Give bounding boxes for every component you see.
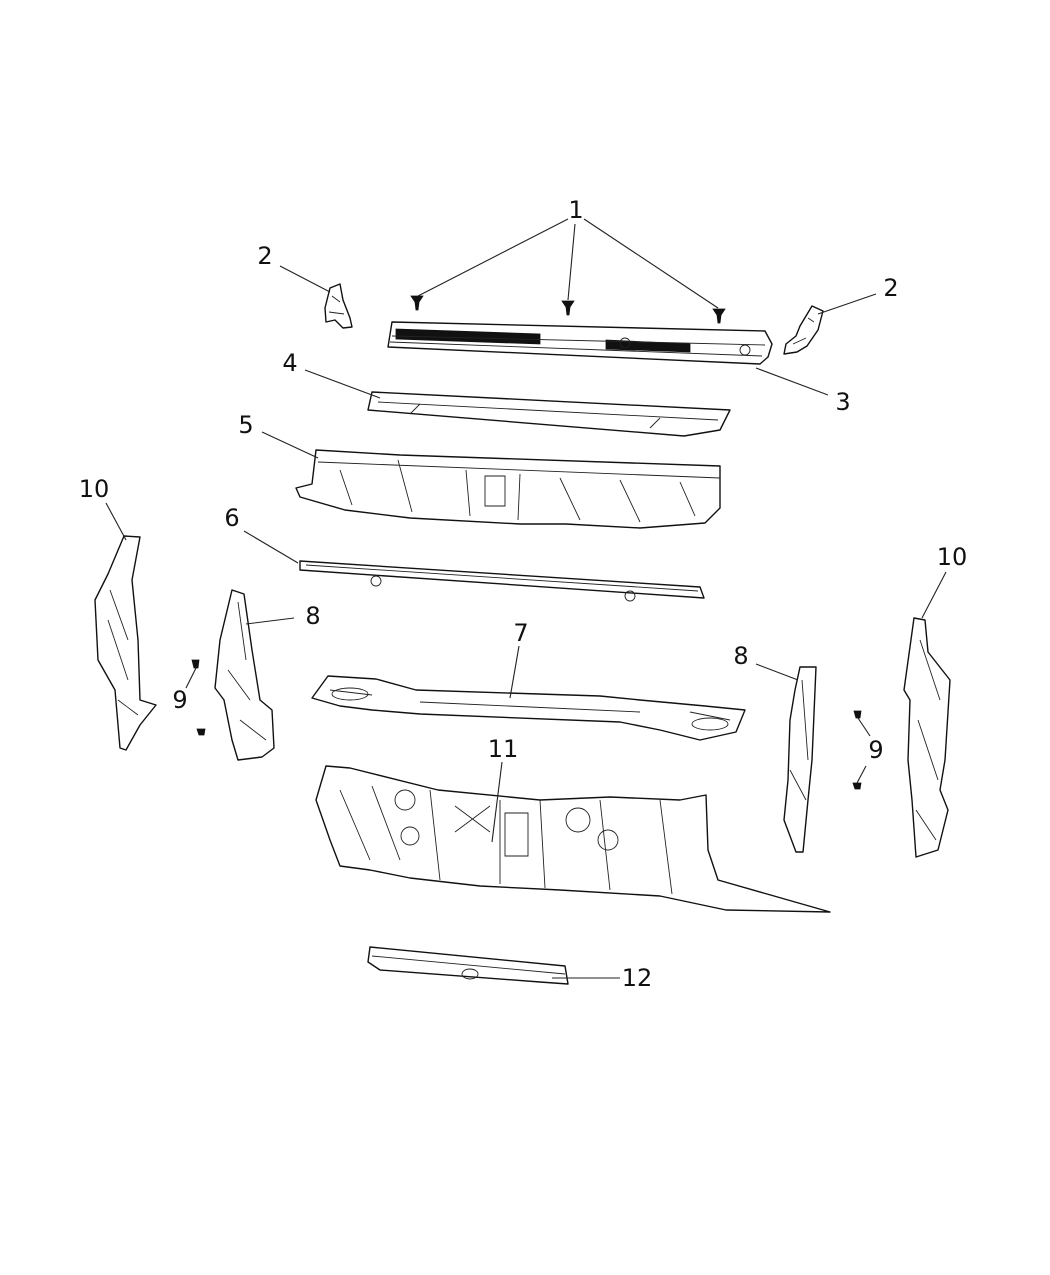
part-8-pillar-reinforcement-left: [214, 589, 275, 761]
leader-9-right-lower: [856, 765, 867, 784]
callout-9-right: 9: [868, 736, 883, 764]
callout-4: 4: [282, 349, 297, 377]
leader-8-right: [755, 663, 799, 681]
callout-7: 7: [513, 619, 528, 647]
part-7-dash-cross-member: [311, 675, 746, 741]
part-5-cowl-assembly: [295, 449, 721, 529]
callout-8-left: 8: [305, 602, 320, 630]
leader-lines: [105, 218, 947, 979]
fastener-right-bottom: [852, 782, 862, 790]
leader-9-left: [185, 667, 197, 689]
leader-6: [243, 530, 299, 564]
callout-1: 1: [568, 196, 583, 224]
clip-right: [712, 308, 726, 324]
callout-9-left: 9: [172, 686, 187, 714]
leader-1-left: [417, 218, 569, 297]
clip-center: [561, 300, 575, 316]
part-1-clips: [410, 295, 726, 324]
part-2-bracket-right: [783, 305, 824, 355]
callout-10-right: 10: [937, 543, 968, 571]
part-11-dash-panel: [315, 765, 831, 913]
leader-2-right: [817, 293, 877, 315]
callout-10-left: 10: [79, 475, 110, 503]
callouts: 1 2 2 3 4 5 6 7 8 8 9 9 10 10 11 12: [79, 196, 968, 992]
fastener-left-bottom: [196, 728, 206, 736]
leader-3: [755, 367, 829, 396]
callout-2-left: 2: [257, 242, 272, 270]
leader-8-left: [245, 617, 295, 625]
part-4-plenum-cover: [367, 391, 731, 437]
callout-3: 3: [835, 388, 850, 416]
part-10-side-pillar-left: [94, 535, 157, 751]
leader-10-left: [105, 502, 127, 541]
leader-1-right: [583, 218, 719, 309]
part-6-cross-bar: [299, 560, 705, 602]
part-8-pillar-reinforcement-right: [783, 666, 817, 853]
leader-7: [509, 645, 520, 699]
leader-9-right: [857, 717, 871, 737]
part-10-side-pillar-right: [903, 617, 951, 858]
fastener-right-top: [853, 710, 862, 719]
callout-8-right: 8: [733, 642, 748, 670]
callout-11: 11: [488, 735, 519, 763]
part-3-cowl-panel: [387, 321, 773, 365]
leader-5: [261, 431, 319, 459]
leader-1-center: [567, 223, 576, 301]
callout-2-right: 2: [883, 274, 898, 302]
clip-left: [410, 295, 424, 311]
leader-11: [491, 761, 503, 843]
part-12-lower-reinforcement: [367, 946, 569, 985]
callout-12: 12: [622, 964, 653, 992]
part-2-bracket-left: [324, 283, 353, 329]
fastener-left-top: [191, 659, 200, 669]
callout-5: 5: [238, 411, 253, 439]
leader-10-right: [921, 571, 947, 619]
leader-2-left: [279, 265, 331, 293]
part-9-fasteners: [191, 659, 862, 790]
leader-4: [304, 369, 381, 399]
callout-6: 6: [224, 504, 239, 532]
